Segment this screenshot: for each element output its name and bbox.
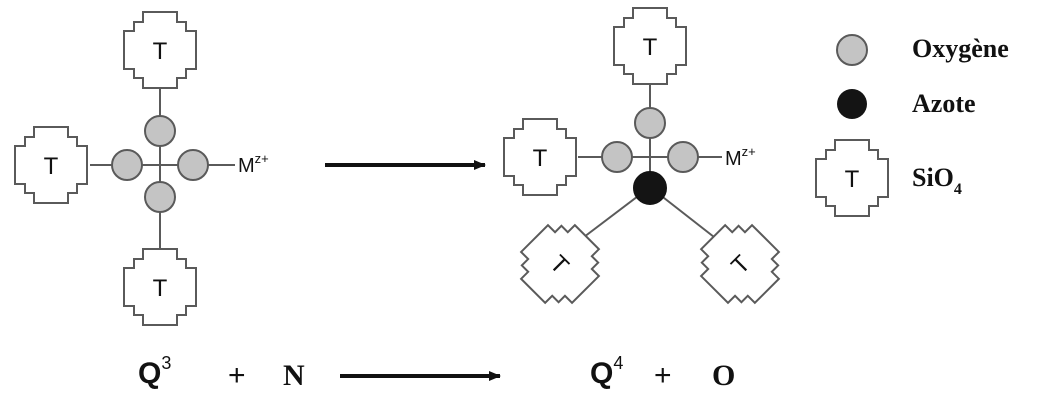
oxygen-atom <box>144 181 176 213</box>
oxygen-atom <box>667 141 699 173</box>
q3-structure: T T T Mz+ <box>14 11 269 326</box>
legend-nitrogen-label: Azote <box>912 89 976 118</box>
q4-tile-lower-right: T <box>686 210 794 318</box>
legend-nitrogen-symbol <box>837 89 867 119</box>
legend: Oxygène Azote T SiO4 <box>815 34 1009 217</box>
q4-metal-label: Mz+ <box>725 144 756 170</box>
legend-silicate-label: SiO4 <box>912 163 962 198</box>
tile-label: T <box>44 153 59 180</box>
q4-oxygen-atoms <box>601 107 699 173</box>
oxygen-atom <box>111 149 143 181</box>
q4-tile-left: T <box>503 118 577 196</box>
equation: Q3 + N Q4 + O <box>138 353 735 392</box>
tile-label: T <box>845 166 860 193</box>
equation-reactant-q3: Q3 <box>138 353 171 390</box>
q3-tile-top: T <box>123 11 197 89</box>
nitrogen-atom <box>633 171 667 205</box>
oxygen-atom <box>144 115 176 147</box>
legend-oxygen-label: Oxygène <box>912 34 1009 63</box>
q3-oxygen-atoms <box>111 115 209 213</box>
oxygen-atom <box>177 149 209 181</box>
legend-oxygen-symbol <box>836 34 868 66</box>
equation-plus-1: + <box>228 359 246 392</box>
oxygen-atom <box>601 141 633 173</box>
equation-nitrogen: N <box>283 359 305 392</box>
legend-silicate-symbol: T <box>815 139 889 217</box>
tile-label: T <box>153 275 168 302</box>
q3-tile-left: T <box>14 126 88 204</box>
oxygen-atom <box>634 107 666 139</box>
tile-label: T <box>153 38 168 65</box>
q3-metal-label: Mz+ <box>238 151 269 177</box>
equation-plus-2: + <box>654 359 672 392</box>
equation-product-q4: Q4 <box>590 353 623 390</box>
equation-oxygen: O <box>712 359 735 392</box>
q4-tile-lower-left: T <box>506 210 614 318</box>
q4-structure: T T T T Mz+ <box>503 7 794 318</box>
q4-tile-top: T <box>613 7 687 85</box>
q3-tile-bottom: T <box>123 248 197 326</box>
tile-label: T <box>643 34 658 61</box>
tile-label: T <box>533 145 548 172</box>
